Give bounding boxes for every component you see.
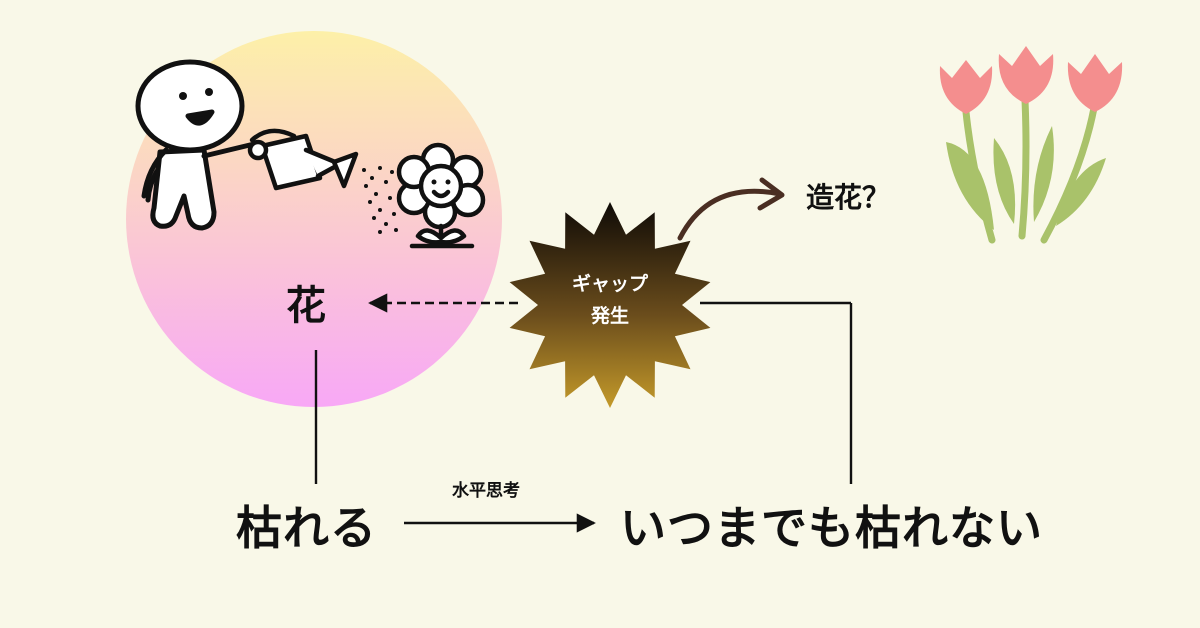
artificial-flower-label: 造花？: [806, 181, 891, 214]
never-withers-label: いつまでも枯れない: [620, 501, 1043, 555]
tulip-petals: [939, 46, 1123, 114]
tulip-leaves: [946, 126, 1106, 230]
smiling-person-icon: [135, 59, 257, 231]
connector-lines: [314, 293, 853, 533]
curved-arrow-to-artificial-flower: [677, 177, 785, 241]
lateral-thinking-label: 水平思考: [452, 481, 520, 501]
gap-label-line1: ギャップ: [571, 273, 648, 295]
withers-label: 枯れる: [236, 501, 377, 555]
gap-burst: [509, 202, 711, 408]
watering-can-icon: [247, 128, 359, 191]
burst-shape-icon: [509, 202, 711, 408]
daisy-flower-icon: [396, 142, 486, 249]
gap-label-line2: 発生: [590, 305, 629, 328]
tulips-icon: [939, 46, 1123, 244]
water-spray: [362, 166, 398, 234]
gap-burst-text: ギャップ 発生: [540, 268, 680, 333]
flower-label: 花: [286, 283, 326, 329]
